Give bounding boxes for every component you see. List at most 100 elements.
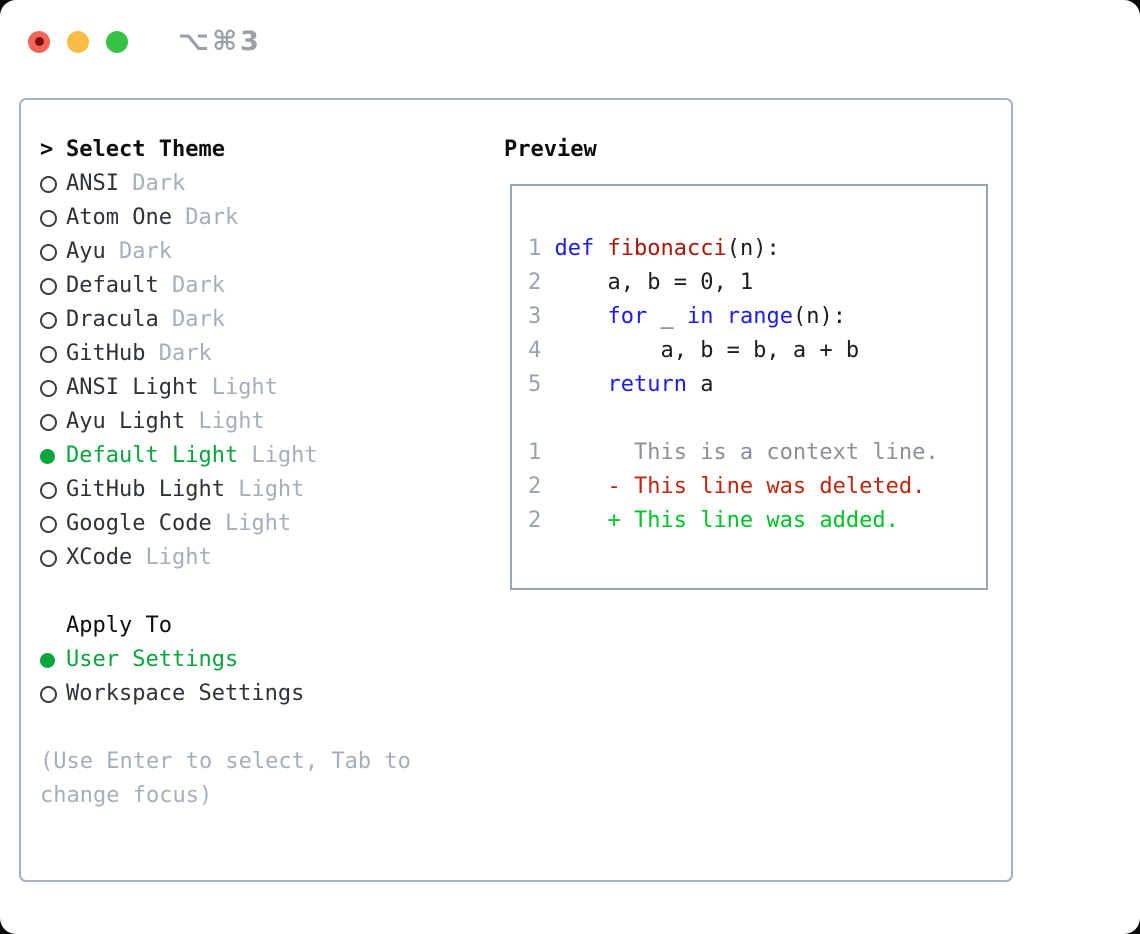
spacer <box>40 711 504 745</box>
preview-column: Preview 1 def fibonacci(n):2 a, b = 0, 1… <box>504 133 1011 880</box>
theme-option[interactable]: GitHub Light Light <box>40 473 504 507</box>
line-number: 2 <box>528 508 555 533</box>
diff-text: - This line was deleted. <box>554 474 926 499</box>
radio-unselected-icon <box>40 303 66 337</box>
line-number: 5 <box>528 372 555 397</box>
spacer <box>40 575 504 609</box>
apply-to-title: Apply To <box>66 613 172 638</box>
theme-name: Ayu Light <box>66 409 186 434</box>
theme-name: Google Code <box>66 511 212 536</box>
focus-caret-icon: > <box>40 137 54 162</box>
code-segment: (n): <box>792 304 846 329</box>
theme-name: GitHub <box>66 341 146 366</box>
apply-to-option[interactable]: User Settings <box>40 643 504 677</box>
code-segment <box>713 304 726 329</box>
theme-variant: Dark <box>145 341 212 366</box>
theme-option[interactable]: Ayu Dark <box>40 235 504 269</box>
theme-option[interactable]: GitHub Dark <box>40 337 504 371</box>
diff-text: + This line was added. <box>554 508 899 533</box>
diff-preview: 1 This is a context line. 2 - This line w… <box>528 436 986 538</box>
radio-unselected-icon <box>40 405 66 439</box>
code-segment <box>555 372 608 397</box>
code-segment: range <box>726 304 793 329</box>
theme-name: Atom One <box>66 205 172 230</box>
code-segment: a, b = 0, 1 <box>554 270 754 295</box>
diff-line: 2 + This line was added. <box>528 504 986 538</box>
radio-unselected-icon <box>40 167 66 201</box>
radio-unselected-icon <box>40 235 66 269</box>
diff-text: This is a context line. <box>554 440 939 465</box>
theme-option[interactable]: Dracula Dark <box>40 303 504 337</box>
theme-option[interactable]: XCode Light <box>40 541 504 575</box>
theme-name: Default <box>66 273 159 298</box>
line-number: 2 <box>528 270 555 295</box>
blank-line <box>528 402 986 436</box>
theme-option[interactable]: Google Code Light <box>40 507 504 541</box>
theme-variant: Dark <box>171 205 239 230</box>
code-segment: a <box>686 372 714 397</box>
radio-unselected-icon <box>40 201 66 235</box>
select-theme-title: Select Theme <box>66 137 225 162</box>
code-segment <box>594 236 607 261</box>
theme-variant: Light <box>185 409 265 434</box>
theme-option[interactable]: Atom One Dark <box>40 201 504 235</box>
theme-name: Ayu <box>66 239 106 264</box>
help-text-line-1: (Use Enter to select, Tab to <box>40 749 411 774</box>
code-segment: in <box>686 304 714 329</box>
help-text-line-2: change focus) <box>40 783 213 808</box>
theme-variant: Dark <box>105 239 172 264</box>
radio-unselected-icon <box>40 677 66 711</box>
close-button[interactable] <box>28 30 50 53</box>
theme-name: ANSI Light <box>66 375 199 400</box>
code-line: 3 for _ in range(n): <box>528 300 986 334</box>
radio-selected-icon <box>40 643 66 677</box>
line-number: 1 <box>528 236 555 261</box>
titlebar: ⌥⌘3 <box>28 26 262 57</box>
radio-unselected-icon <box>40 473 66 507</box>
theme-option[interactable]: Default Light Light <box>40 439 504 473</box>
code-segment: _ <box>647 304 687 329</box>
radio-unselected-icon <box>40 337 66 371</box>
theme-option[interactable]: ANSI Light Light <box>40 371 504 405</box>
theme-name: Default Light <box>66 443 239 468</box>
apply-to-label: User Settings <box>66 647 239 672</box>
maximize-button[interactable] <box>106 30 128 53</box>
preview-title: Preview <box>504 137 597 162</box>
radio-unselected-icon <box>40 371 66 405</box>
minimize-button[interactable] <box>67 30 89 53</box>
code-segment: for <box>607 304 648 329</box>
radio-unselected-icon <box>40 507 66 541</box>
line-number: 2 <box>528 474 555 499</box>
apply-to-label: Workspace Settings <box>66 681 305 706</box>
code-line: 4 a, b = b, a + b <box>528 334 986 368</box>
apply-to-header: Apply To <box>40 609 504 643</box>
apply-to-option[interactable]: Workspace Settings <box>40 677 504 711</box>
theme-option[interactable]: ANSI Dark <box>40 167 504 201</box>
theme-option[interactable]: Default Dark <box>40 269 504 303</box>
theme-variant: Dark <box>158 273 225 298</box>
theme-variant: Light <box>198 375 278 400</box>
theme-variant: Light <box>238 443 318 468</box>
code-segment: return <box>607 372 687 397</box>
theme-name: Dracula <box>66 307 159 332</box>
radio-unselected-icon <box>40 541 66 575</box>
line-number: 4 <box>528 338 555 363</box>
close-button-dot-icon <box>34 37 44 46</box>
diff-line: 1 This is a context line. <box>528 436 986 470</box>
theme-variant: Dark <box>118 171 186 196</box>
select-theme-header: > Select Theme <box>40 133 504 167</box>
theme-variant: Light <box>224 477 305 502</box>
radio-selected-icon <box>40 439 66 473</box>
line-number: 3 <box>528 304 555 329</box>
theme-name: XCode <box>66 545 133 570</box>
radio-unselected-icon <box>40 269 66 303</box>
theme-option[interactable]: Ayu Light Light <box>40 405 504 439</box>
theme-variant: Light <box>132 545 212 570</box>
code-segment: a, b = b, a + b <box>554 338 860 363</box>
